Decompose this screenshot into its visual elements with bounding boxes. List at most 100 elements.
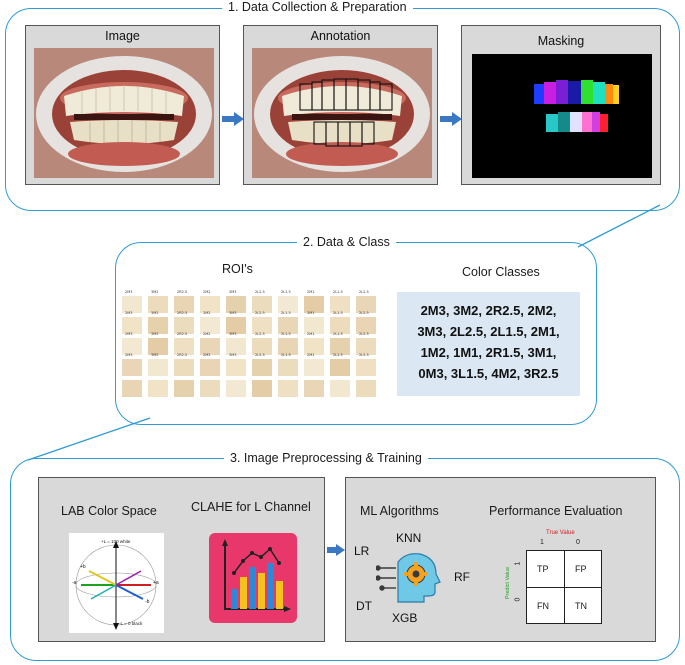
stage2-title: 2. Data & Class: [297, 235, 396, 249]
roi-tag: 2M3: [125, 290, 133, 294]
roi-tag: 2R2.5: [177, 353, 188, 357]
roi-tag: 2L1.5: [333, 332, 343, 336]
roi-thumbnail: 2R2.5: [174, 311, 194, 334]
roi-thumbnail: 2L1.5: [278, 311, 298, 334]
roi-thumbnail: 2L1.5: [330, 332, 350, 355]
lab-label: LAB Color Space: [61, 504, 157, 518]
arrow-annotation-to-masking: [440, 112, 462, 126]
roi-tag: 2L2.5: [255, 332, 265, 336]
roi-thumbnail: [252, 380, 272, 397]
roi-tag: 2L2.5: [359, 332, 369, 336]
roi-thumbnail: 2L1.5: [278, 332, 298, 355]
algorithm-lr: LR: [354, 544, 370, 558]
color-classes-label: Color Classes: [462, 265, 540, 279]
roi-thumbnail: 2M3: [122, 353, 142, 376]
roi-grid: (function(){ const grid = document.curre…: [122, 290, 384, 397]
stage1-title: 1. Data Collection & Preparation: [222, 0, 413, 14]
annotation-panel-label: Annotation: [310, 29, 371, 43]
roi-tag: 2L1.5: [333, 353, 343, 357]
roi-tag: 3M3: [229, 332, 237, 336]
roi-tag: 2L1.5: [333, 311, 343, 315]
roi-tag: 2L2.5: [255, 290, 265, 294]
roi-tag: 2R2.5: [177, 332, 188, 336]
arrow-image-to-annotation: [222, 112, 244, 126]
roi-thumbnail: 2L1.5: [278, 290, 298, 313]
color-classes-line: 1M2, 1M1, 2R1.5, 3M1,: [420, 345, 557, 360]
roi-thumbnail: 2M3: [122, 311, 142, 334]
clahe-label: CLAHE for L Channel: [191, 500, 311, 514]
roi-tag: 2L2.5: [359, 311, 369, 315]
training-panel: ML Algorithms Performance Evaluation KNN…: [345, 477, 656, 642]
roi-tag: 2M3: [125, 332, 133, 336]
roi-thumbnail: 3M3: [226, 353, 246, 376]
roi-tag: 2L1.5: [333, 290, 343, 294]
lab-color-space-diagram: +L = 100 white -L = 0 black +a -a +b -b: [69, 533, 164, 633]
lab-plus-b: +b: [80, 564, 86, 570]
annotated-teeth-photo: [252, 48, 432, 178]
roi-tag: 2R2.5: [177, 311, 188, 315]
cell-fn: FN: [537, 601, 549, 611]
roi-thumbnail: [148, 380, 168, 397]
roi-thumbnail: 2L2.5: [356, 311, 376, 334]
roi-thumbnail: 2R2.5: [174, 353, 194, 376]
lab-minus-b: -b: [145, 599, 150, 605]
roi-thumbnail: 2L1.5: [330, 353, 350, 376]
perf-label: Performance Evaluation: [489, 504, 623, 518]
roi-tag: 3M2: [151, 353, 159, 357]
roi-tag: 2M3: [125, 353, 133, 357]
roi-tag: 2M1: [307, 290, 315, 294]
roi-thumbnail: [330, 380, 350, 397]
roi-thumbnail: 2M3: [122, 290, 142, 313]
color-classes-line: 0M3, 3L1.5, 4M2, 3R2.5: [418, 366, 559, 381]
cell-tn: TN: [575, 601, 587, 611]
algorithm-dt: DT: [356, 599, 372, 613]
roi-thumbnail: 2L1.5: [330, 311, 350, 334]
mask-image: [472, 54, 652, 178]
roi-thumbnail: [226, 380, 246, 397]
roi-thumbnail: 3M2: [148, 332, 168, 355]
roi-thumbnail: 2M2: [200, 311, 220, 334]
roi-thumbnail: 2R2.5: [174, 290, 194, 313]
roi-tag: 2L1.5: [281, 353, 291, 357]
roi-thumbnail: 2M2: [200, 290, 220, 313]
annotation-panel: Annotation: [243, 25, 438, 185]
algorithm-rf: RF: [454, 570, 470, 584]
roi-thumbnail: 2L2.5: [252, 290, 272, 313]
roi-tag: 3M2: [151, 290, 159, 294]
color-classes-box: 2M3, 3M2, 2R2.5, 2M2, 3M3, 2L2.5, 2L1.5,…: [397, 292, 580, 396]
lab-plus-a: +a: [153, 580, 159, 586]
roi-thumbnail: 2L2.5: [252, 311, 272, 334]
roi-thumbnail: 2M1: [304, 290, 324, 313]
roi-tag: 2M2: [203, 353, 211, 357]
roi-thumbnail: 2M2: [200, 332, 220, 355]
roi-tag: 2M1: [307, 311, 315, 315]
row-label-0: 0: [514, 597, 522, 602]
roi-thumbnail: 2L2.5: [356, 332, 376, 355]
roi-tag: 2L2.5: [359, 353, 369, 357]
roi-tag: 2L1.5: [281, 311, 291, 315]
roi-thumbnail: [200, 380, 220, 397]
ml-label: ML Algorithms: [360, 504, 439, 518]
clahe-chart-icon: [209, 533, 297, 623]
roi-thumbnail: 3M2: [148, 311, 168, 334]
roi-tag: 3M2: [151, 311, 159, 315]
roi-tag: 3M3: [229, 353, 237, 357]
cell-tp: TP: [537, 564, 549, 574]
image-panel: Image: [25, 25, 220, 185]
teeth-photo: [34, 48, 214, 178]
roi-thumbnail: 2M1: [304, 332, 324, 355]
row-label-1: 1: [514, 561, 522, 566]
image-panel-label: Image: [105, 29, 140, 43]
color-classes-line: 3M3, 2L2.5, 2L1.5, 2M1,: [417, 324, 560, 339]
roi-thumbnail: 2M1: [304, 353, 324, 376]
col-label-1: 1: [540, 539, 544, 546]
lab-top-label: +L = 100 white: [101, 539, 131, 544]
roi-thumbnail: 2M1: [304, 311, 324, 334]
col-label-0: 0: [576, 539, 580, 546]
color-classes-line: 2M3, 3M2, 2R2.5, 2M2,: [420, 303, 557, 318]
roi-tag: 2L1.5: [281, 332, 291, 336]
roi-tag: 2L2.5: [255, 353, 265, 357]
roi-thumbnail: 2M3: [122, 332, 142, 355]
roi-tag: 2M1: [307, 353, 315, 357]
